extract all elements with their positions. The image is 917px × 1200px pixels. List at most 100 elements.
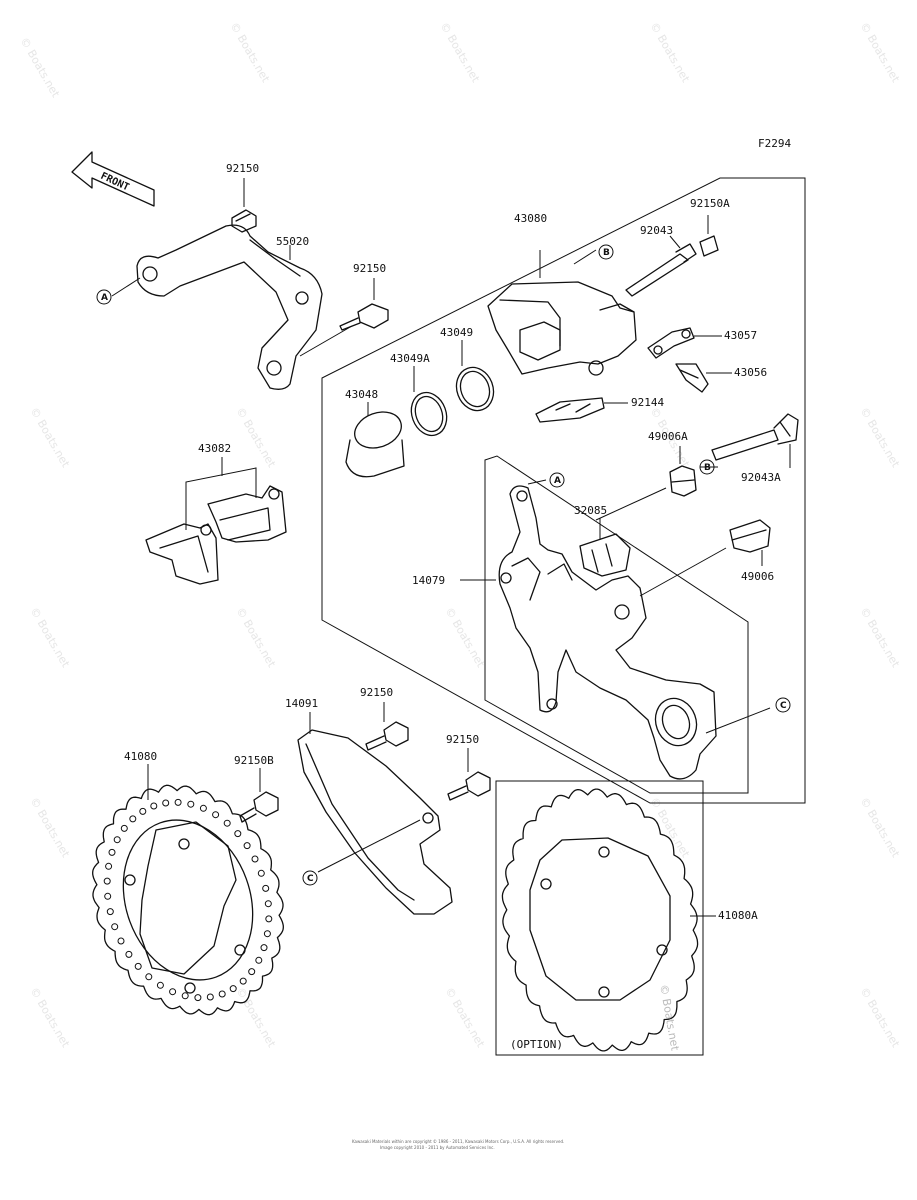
caliper-43080 xyxy=(487,249,637,376)
bolt-92150-low xyxy=(365,702,409,751)
disc-hole xyxy=(264,900,272,908)
callout-letter: B xyxy=(704,463,711,473)
spring-92144 xyxy=(535,397,628,423)
disc-hole xyxy=(105,862,113,870)
watermark: © Boats.net xyxy=(233,405,278,470)
label-49006: 49006 xyxy=(741,570,774,583)
callout-letter: B xyxy=(603,248,610,258)
watermark: © Boats.net xyxy=(227,20,272,85)
watermark: © Boats.net xyxy=(647,20,692,85)
figure-code: F2294 xyxy=(758,137,791,150)
bolt-92150-top xyxy=(231,178,257,233)
disc-hole xyxy=(248,968,256,976)
bracket-assembly-boundary xyxy=(484,455,749,794)
callout-a-left: A xyxy=(96,289,112,305)
label-32085: 32085 xyxy=(574,504,607,517)
watermark: © Boats.net xyxy=(857,795,902,860)
label-43056: 43056 xyxy=(734,366,767,379)
label-43080: 43080 xyxy=(514,212,547,225)
watermark: © Boats.net xyxy=(442,985,487,1050)
piston-43048 xyxy=(345,402,405,478)
disc-hole xyxy=(134,962,142,970)
disc-hole xyxy=(206,993,214,1001)
disc-hole xyxy=(263,930,271,938)
disc-hole xyxy=(229,985,237,993)
label-92043: 92043 xyxy=(640,224,673,237)
disc-hole xyxy=(106,908,114,916)
disc-hole xyxy=(145,973,153,981)
disc-hole xyxy=(139,807,147,815)
watermark: © Boats.net xyxy=(233,985,278,1050)
callout-letter: A xyxy=(554,476,561,486)
disc-hole xyxy=(111,923,119,931)
watermark: © Boats.net xyxy=(27,405,72,470)
bush-49006 xyxy=(639,519,771,597)
disc-hole xyxy=(156,981,164,989)
disc-hole xyxy=(262,884,270,892)
watermark: © Boats.net xyxy=(27,605,72,670)
disc-hole xyxy=(199,804,207,812)
disc-hole xyxy=(129,815,137,823)
boot-49006A xyxy=(595,446,697,521)
disc-hole xyxy=(265,915,273,923)
watermark: © Boats.net xyxy=(657,983,682,1052)
disc-hole xyxy=(150,802,158,810)
label-92150-low: 92150 xyxy=(360,686,393,699)
callout-letter: C xyxy=(307,874,314,884)
callout-b-top: B xyxy=(598,244,614,260)
disc-hole xyxy=(243,842,251,850)
label-55020: 55020 xyxy=(276,235,309,248)
front-label: FRONT xyxy=(99,171,131,194)
caliper-assembly-boundary xyxy=(321,177,806,804)
caliper-bracket-14079 xyxy=(460,479,771,780)
option-box xyxy=(495,780,704,1056)
callout-letter: C xyxy=(780,701,787,711)
disc-hole xyxy=(169,988,177,996)
callout-c-left: C xyxy=(302,870,318,886)
label-92043A: 92043A xyxy=(741,471,781,484)
callout-a-mid: A xyxy=(549,472,565,488)
callout-b-mid: B xyxy=(699,459,715,475)
pin-92043 xyxy=(625,235,697,297)
pad-spring-32085 xyxy=(579,518,631,577)
disc-hole xyxy=(104,892,112,900)
label-14091: 14091 xyxy=(285,697,318,710)
plug-92150A xyxy=(699,215,719,257)
label-43048: 43048 xyxy=(345,388,378,401)
watermark: © Boats.net xyxy=(442,605,487,670)
watermark: © Boats.net xyxy=(857,985,902,1050)
label-92150A: 92150A xyxy=(690,197,730,210)
brake-pads-43082 xyxy=(145,457,287,585)
label-49006A: 49006A xyxy=(648,430,688,443)
disc-hole xyxy=(162,799,170,807)
disc-hole xyxy=(113,836,121,844)
brake-disc-41080 xyxy=(92,764,284,1016)
disc-hole xyxy=(223,819,231,827)
label-92144: 92144 xyxy=(631,396,664,409)
disc-hole xyxy=(181,992,189,1000)
label-41080A: 41080A xyxy=(718,909,758,922)
disc-hole xyxy=(194,994,202,1002)
valve-43056 xyxy=(675,363,732,393)
watermark: © Boats.net xyxy=(857,405,902,470)
label-92150-top: 92150 xyxy=(226,162,259,175)
watermark: © Boats.net xyxy=(27,795,72,860)
label-43049A: 43049A xyxy=(390,352,430,365)
disc-hole xyxy=(117,937,125,945)
front-arrow-icon: FRONT xyxy=(71,151,155,207)
disc-hole xyxy=(187,800,195,808)
label-43082: 43082 xyxy=(198,442,231,455)
label-41080: 41080 xyxy=(124,750,157,763)
label-92150B: 92150B xyxy=(234,754,274,767)
disc-hole xyxy=(260,944,268,952)
disc-hole xyxy=(174,798,182,806)
label-92150-low2: 92150 xyxy=(446,733,479,746)
disc-hole xyxy=(125,950,133,958)
bolt-92150B xyxy=(239,768,279,823)
disc-hole xyxy=(234,830,242,838)
callout-letter: A xyxy=(101,293,108,303)
torque-arm-55020 xyxy=(111,224,323,390)
callout-c-right: C xyxy=(775,697,791,713)
disc-hole xyxy=(120,824,128,832)
watermark: © Boats.net xyxy=(857,20,902,85)
